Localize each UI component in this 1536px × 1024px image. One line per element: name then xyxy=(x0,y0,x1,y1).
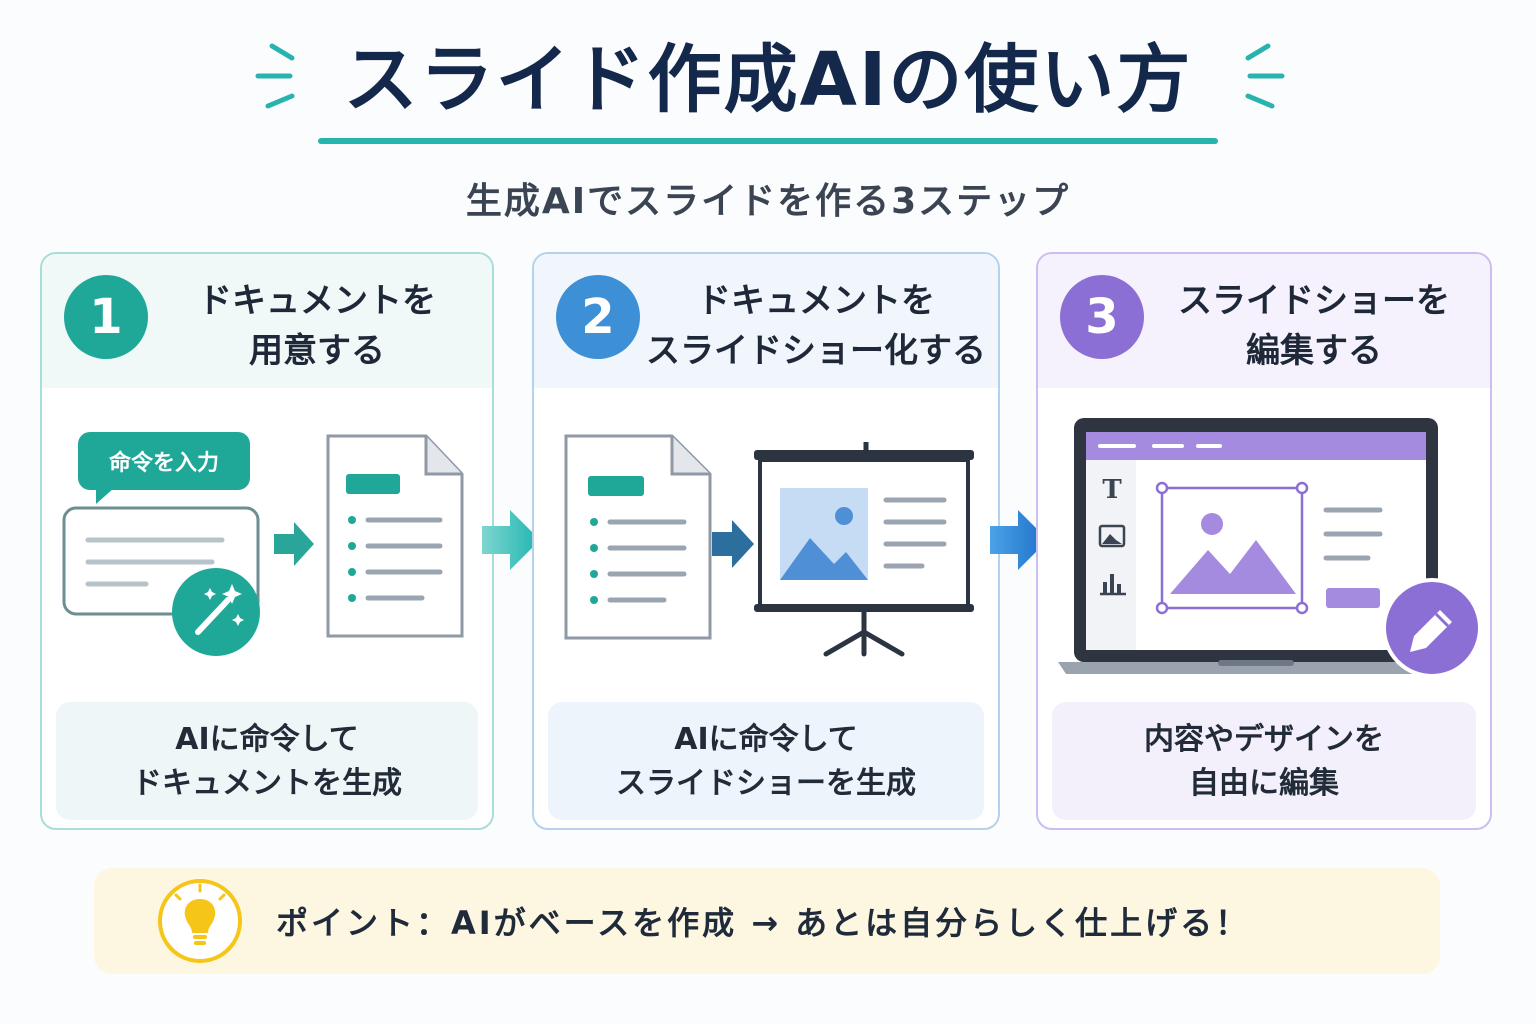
step-header-3: 3 スライドショーを 編集する xyxy=(1038,254,1490,388)
step-header-1: 1 ドキュメントを 用意する xyxy=(42,254,492,388)
chat-input-icon: 命令を入力 xyxy=(62,432,260,616)
step-card-3: 3 スライドショーを 編集する T xyxy=(1036,252,1492,830)
laptop-editor-icon: T xyxy=(1058,418,1454,674)
sparkle-lines-right xyxy=(1245,43,1285,109)
step-illustration-3: T xyxy=(1038,388,1490,698)
chart-icon xyxy=(1100,574,1126,596)
point-text: ポイント：AIがベースを作成 → あとは自分らしく仕上げる！ xyxy=(276,904,1251,942)
image-icon xyxy=(1098,524,1126,548)
title-underline xyxy=(318,138,1218,144)
step-title-1: ドキュメントを 用意する xyxy=(198,281,436,371)
step-number-badge-3: 3 xyxy=(1060,275,1144,359)
step-arrow-1-2 xyxy=(482,510,540,570)
text-tool-icon: T xyxy=(1102,475,1122,505)
presentation-screen-icon xyxy=(754,442,974,657)
pencil-icon xyxy=(1382,578,1482,678)
step-title-3: スライドショーを 編集する xyxy=(1178,281,1450,371)
step-description-3: 内容やデザインを 自由に編集 xyxy=(1052,702,1476,820)
step-header-2: 2 ドキュメントを スライドショー化する xyxy=(534,254,998,388)
page-title: スライド作成AIの使い方 xyxy=(343,37,1193,123)
point-callout xyxy=(94,868,1440,974)
arrow-right-icon xyxy=(712,520,754,568)
step-illustration-2 xyxy=(534,388,998,698)
step-number-badge-2: 2 xyxy=(556,275,640,359)
image-icon xyxy=(780,488,868,580)
sparkle-lines-left xyxy=(255,43,295,109)
step-arrow-2-3 xyxy=(990,510,1048,570)
step-number-badge-1: 1 xyxy=(64,275,148,359)
step-description-1: AIに命令して ドキュメントを生成 xyxy=(56,702,478,820)
step-card-2: 2 ドキュメントを スライドショー化する xyxy=(532,252,1000,830)
document-icon xyxy=(564,434,712,640)
document-icon xyxy=(326,434,464,638)
arrow-right-icon xyxy=(274,522,314,566)
prompt-bubble-label: 命令を入力 xyxy=(109,450,219,476)
step-illustration-1: 命令を入力 xyxy=(42,388,492,698)
step-card-1: 1 ドキュメントを 用意する 命令を入力 xyxy=(40,252,494,830)
step-description-2: AIに命令して スライドショーを生成 xyxy=(548,702,984,820)
step-title-2: ドキュメントを スライドショー化する xyxy=(646,281,986,371)
lightbulb-icon xyxy=(158,879,242,963)
page-subtitle: 生成AIでスライドを作る3ステップ xyxy=(465,181,1071,222)
magic-wand-icon xyxy=(172,568,260,656)
